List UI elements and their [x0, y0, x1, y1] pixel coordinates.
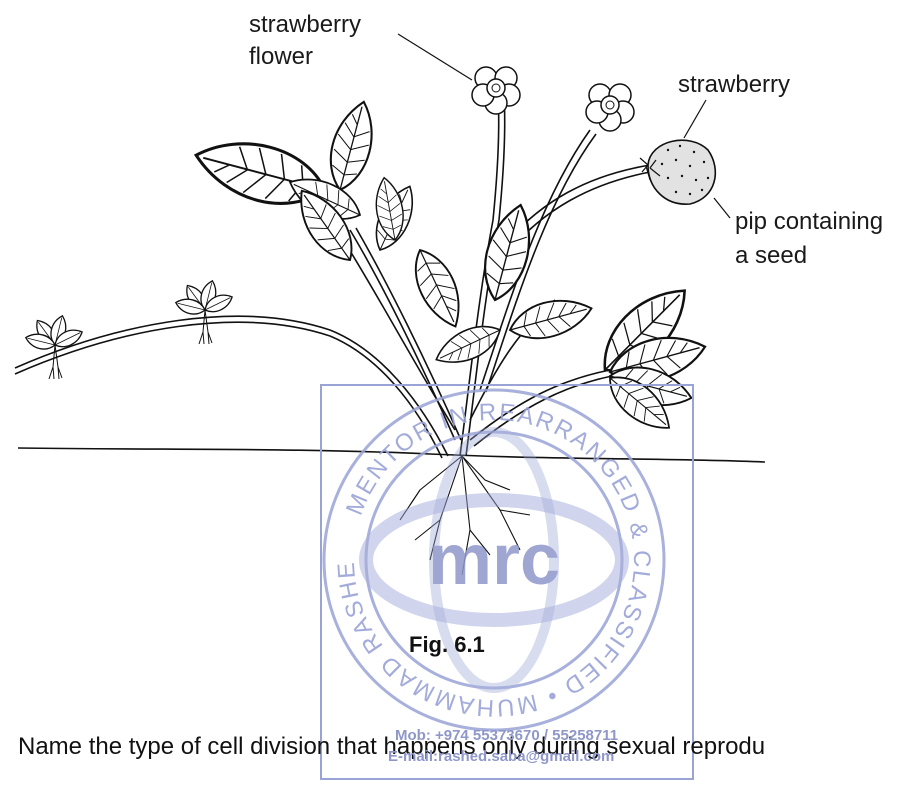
figure-caption: Fig. 6.1 [409, 632, 485, 658]
second-flower [586, 84, 634, 131]
label-strawberry-flower-line2: flower [249, 42, 313, 72]
leader-strawberry-flower [398, 34, 472, 80]
watermark-frame [320, 384, 694, 780]
label-pip-line2: a seed [735, 241, 807, 271]
watermark-email: E-mail:rashed.saba@gmail.com [388, 748, 614, 765]
leader-strawberry [684, 100, 706, 138]
strawberry-flower [472, 67, 520, 114]
plantlet-left [24, 314, 85, 379]
label-pip-line1: pip containing [735, 207, 883, 237]
plantlet-middle [174, 279, 235, 344]
label-strawberry-flower-line1: strawberry [249, 10, 361, 40]
strawberry-fruit [640, 140, 715, 204]
watermark-mobile: Mob: +974 55373670 / 55258711 [395, 727, 618, 744]
leader-pip [714, 198, 730, 218]
label-strawberry: strawberry [678, 70, 790, 100]
